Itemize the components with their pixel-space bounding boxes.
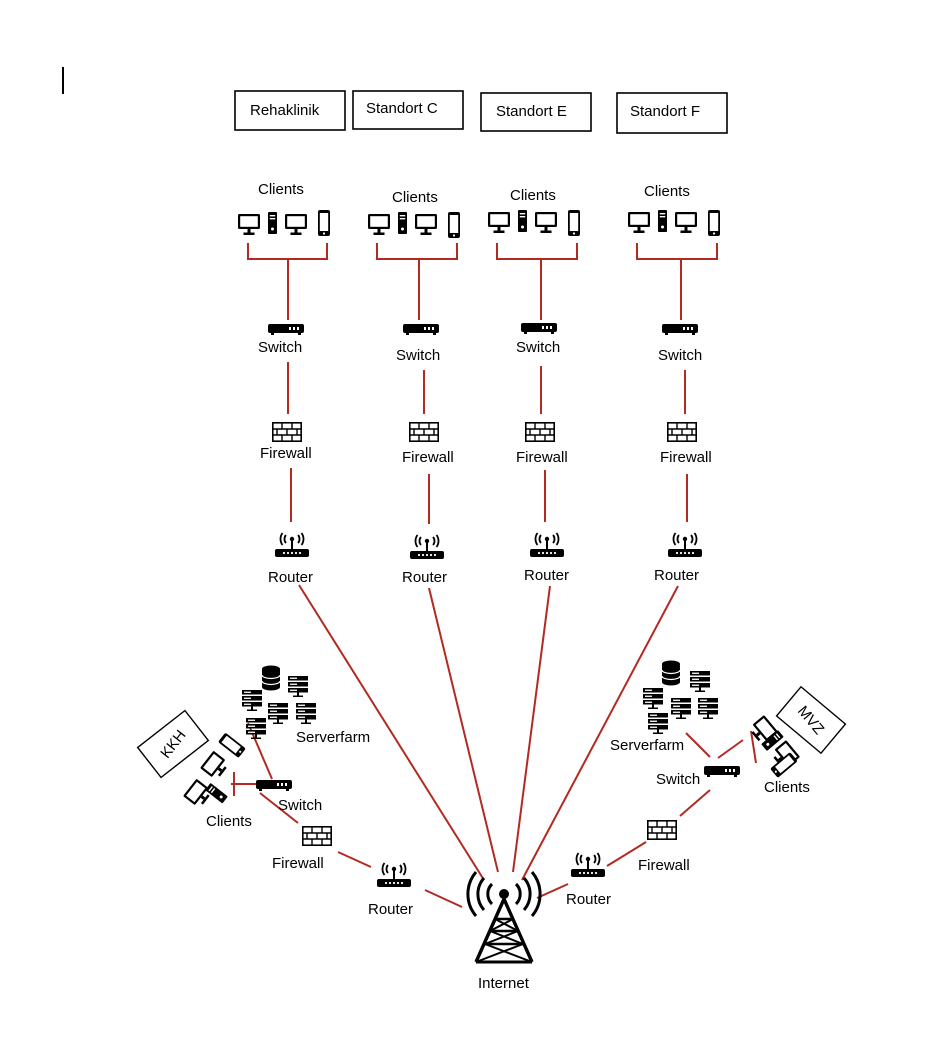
switch-label: Switch: [656, 771, 700, 788]
router-icon: [409, 534, 445, 560]
router-icon: [274, 532, 310, 558]
monitor-icon: [238, 214, 260, 235]
firewall-label: Firewall: [272, 855, 324, 872]
router-label: Router: [566, 891, 611, 908]
internet-tower-icon: [466, 871, 542, 964]
phone-icon: [448, 212, 460, 238]
site-label-rehaklinik: Rehaklinik: [250, 102, 320, 119]
router-icon: [570, 852, 606, 878]
site-label-standort-c: Standort C: [366, 100, 438, 117]
clients-label: Clients: [206, 813, 252, 830]
router-label: Router: [524, 567, 569, 584]
router-label: Router: [368, 901, 413, 918]
switch-label: Switch: [258, 339, 302, 356]
serverfarm-label: Serverfarm: [296, 729, 370, 746]
firewall-icon: [646, 819, 678, 841]
router-label: Router: [654, 567, 699, 584]
firewall-icon: [524, 421, 556, 443]
firewall-label: Firewall: [516, 449, 568, 466]
router-icon: [376, 862, 412, 888]
clients-label: Clients: [392, 189, 438, 206]
database-icon: [661, 659, 681, 687]
serverfarm-label: Serverfarm: [610, 737, 684, 754]
serverfarm-mvz: [643, 659, 718, 734]
tower-pc-icon: [268, 212, 277, 234]
router-icon: [529, 532, 565, 558]
clients-group-rehaklinik: [238, 210, 330, 236]
tower-pc-icon: [205, 782, 228, 804]
switch-label: Switch: [278, 797, 322, 814]
monitor-icon: [488, 212, 510, 233]
monitor-icon: [285, 214, 307, 235]
rack-server-icon: [242, 690, 262, 711]
clients-label: Clients: [510, 187, 556, 204]
site-box-rehaklinik: Rehaklinik: [234, 90, 346, 131]
tower-pc-icon: [398, 212, 407, 234]
site-box-standort-f: Standort F: [616, 92, 728, 134]
rack-server-icon: [690, 671, 710, 692]
clients-label: Clients: [764, 779, 810, 796]
monitor-icon: [368, 214, 390, 235]
clients-label: Clients: [258, 181, 304, 198]
site-label-standort-e: Standort E: [496, 103, 567, 120]
phone-icon: [318, 210, 330, 236]
clients-label: Clients: [644, 183, 690, 200]
switch-label: Switch: [658, 347, 702, 364]
router-icon: [667, 532, 703, 558]
firewall-icon: [666, 421, 698, 443]
monitor-icon: [183, 778, 214, 809]
rack-server-icon: [698, 698, 718, 719]
site-box-mvz: MVZ: [775, 685, 847, 755]
text-cursor: [62, 67, 64, 94]
connection-lines: [231, 243, 757, 908]
rack-server-icon: [648, 713, 668, 734]
rack-server-icon: [246, 718, 266, 739]
switch-label: Switch: [516, 339, 560, 356]
site-box-standort-e: Standort E: [480, 92, 592, 132]
site-box-kkh: KKH: [136, 709, 210, 779]
firewall-label: Firewall: [660, 449, 712, 466]
router-label: Router: [268, 569, 313, 586]
switch-icon: [268, 324, 304, 335]
monitor-icon: [675, 212, 697, 233]
phone-icon: [568, 210, 580, 236]
site-label-standort-f: Standort F: [630, 103, 700, 120]
internet-label: Internet: [478, 975, 530, 992]
switch-icon: [704, 766, 740, 777]
router-label: Router: [402, 569, 447, 586]
firewall-icon: [271, 421, 303, 443]
firewall-label: Firewall: [402, 449, 454, 466]
rack-server-icon: [268, 703, 288, 724]
tower-pc-icon: [658, 210, 667, 232]
site-box-standort-c: Standort C: [352, 90, 464, 130]
monitor-icon: [415, 214, 437, 235]
firewall-icon: [301, 825, 333, 847]
database-icon: [261, 664, 281, 692]
rack-server-icon: [671, 698, 691, 719]
rack-server-icon: [643, 688, 663, 709]
monitor-icon: [535, 212, 557, 233]
firewall-label: Firewall: [260, 445, 312, 462]
phone-icon: [218, 732, 246, 759]
tower-pc-icon: [518, 210, 527, 232]
firewall-icon: [408, 421, 440, 443]
clients-group-standort-c: [368, 212, 460, 238]
phone-icon: [708, 210, 720, 236]
switch-icon: [256, 780, 292, 791]
serverfarm-kkh: [242, 664, 316, 739]
switch-icon: [521, 323, 557, 334]
rack-server-icon: [288, 676, 308, 697]
monitor-icon: [200, 750, 231, 781]
switch-icon: [403, 324, 439, 335]
rack-server-icon: [296, 703, 316, 724]
firewall-label: Firewall: [638, 857, 690, 874]
monitor-icon: [628, 212, 650, 233]
switch-icon: [662, 324, 698, 335]
clients-group-standort-e: [488, 210, 580, 236]
clients-group-standort-f: [628, 210, 720, 236]
switch-label: Switch: [396, 347, 440, 364]
